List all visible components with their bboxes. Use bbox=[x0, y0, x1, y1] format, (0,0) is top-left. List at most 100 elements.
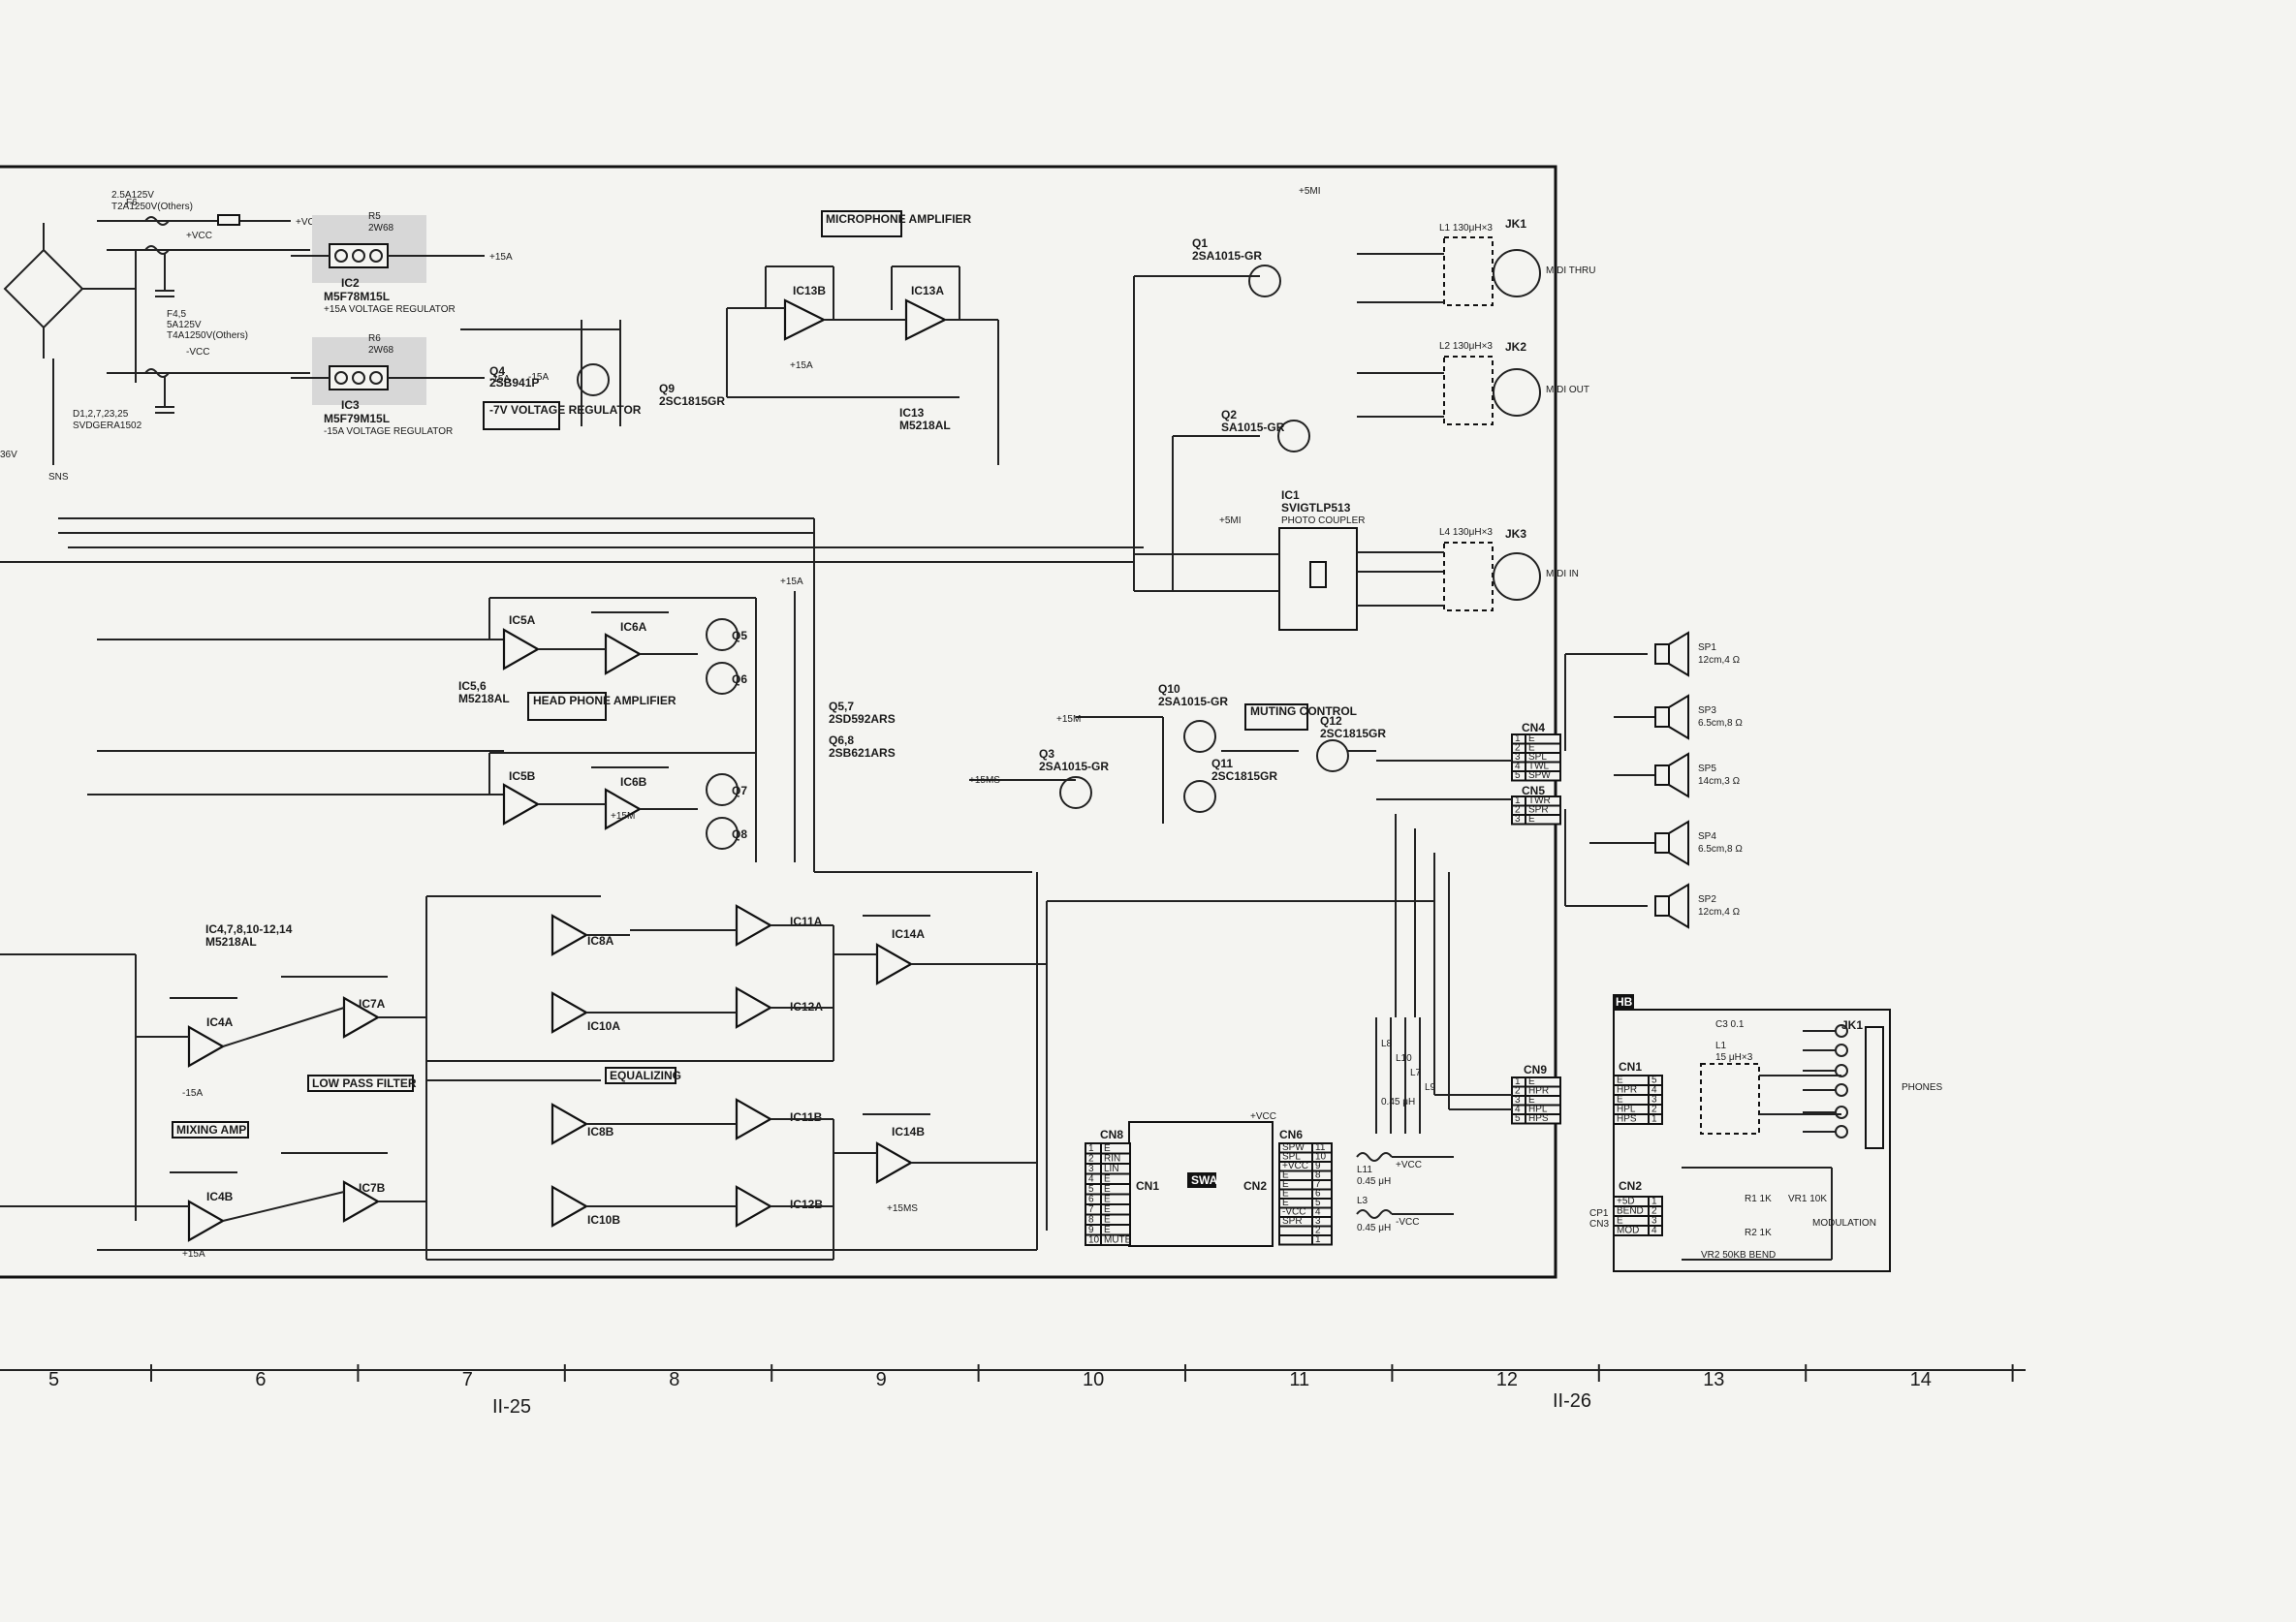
rail-p15ms-2: +15MS bbox=[887, 1203, 918, 1214]
ic1-note: PHOTO COUPLER bbox=[1281, 515, 1366, 526]
minus7v-regulator: -7V VOLTAGE REGULATOR Q4 2SB941P -15A bbox=[460, 320, 642, 430]
opamp-ic8a bbox=[550, 914, 589, 956]
cn8-pin-number: 1 bbox=[1088, 1143, 1094, 1154]
speaker-sp4-spec: 6.5cm,8 Ω bbox=[1698, 844, 1743, 855]
ic2-part: M5F78M15L bbox=[324, 290, 390, 303]
cn5-sig-cell bbox=[1525, 814, 1561, 826]
hb-r2: R2 1K bbox=[1745, 1228, 1772, 1238]
cn5-pin-number: 1 bbox=[1515, 795, 1521, 806]
q12-type: 2SC1815GR bbox=[1320, 727, 1386, 740]
cn8-pin-signal: E bbox=[1104, 1143, 1111, 1154]
headphone-amp-section: IC5A IC6A IC5B IC6B Q5 Q6 Q7 Q8 HEAD PHO… bbox=[0, 517, 1144, 873]
cn6-pin-number: 11 bbox=[1315, 1142, 1326, 1153]
jk3-ref: JK3 bbox=[1505, 527, 1526, 541]
filter-cap-c14 bbox=[155, 254, 174, 297]
cn9-pin-number: 4 bbox=[1515, 1105, 1521, 1115]
q3-type: 2SA1015-GR bbox=[1039, 760, 1109, 773]
hb-cn1-pin-signal: HPR bbox=[1617, 1085, 1637, 1096]
cn6-pin-number: 5 bbox=[1315, 1198, 1321, 1208]
f45-rating: 5A125V bbox=[167, 320, 202, 330]
cn9-pin-signal: HPR bbox=[1528, 1086, 1549, 1097]
rail-mvcc-1: -VCC bbox=[186, 347, 209, 358]
opamp-ic4b-label: IC4B bbox=[206, 1190, 234, 1203]
hb-cn1-pin-signal: HPL bbox=[1617, 1105, 1636, 1115]
ic3-body bbox=[329, 365, 389, 390]
cn5-pin-number: 3 bbox=[1515, 814, 1521, 825]
cn6-sig-cell bbox=[1278, 1225, 1313, 1236]
opamp-ic11b bbox=[735, 1098, 773, 1140]
scale-number: 10 bbox=[1083, 1369, 1104, 1390]
opamp-ic4a bbox=[187, 1025, 226, 1068]
hb-cn1-pin-number: 3 bbox=[1651, 1095, 1657, 1106]
opamp-ic14a bbox=[875, 943, 914, 985]
cn9-pin-number: 2 bbox=[1515, 1086, 1521, 1097]
hb-cn1: CN1 bbox=[1619, 1060, 1642, 1074]
coil-l11-ref: L11 bbox=[1357, 1165, 1372, 1175]
jk1-ref: JK1 bbox=[1505, 217, 1526, 231]
scale-number: 12 bbox=[1496, 1369, 1518, 1390]
mic-amp-section: MICROPHONE AMPLIFIER IC13B IC13A IC13 M5… bbox=[659, 210, 999, 465]
cn6-pin-number: 9 bbox=[1315, 1161, 1321, 1171]
cn9-pin-number: 5 bbox=[1515, 1113, 1521, 1124]
cn5-pin-number: 2 bbox=[1515, 805, 1521, 816]
rail-pvcc-3: +VCC bbox=[1250, 1111, 1276, 1122]
q8-label: Q8 bbox=[732, 827, 747, 841]
q2-ref: Q2 bbox=[1221, 408, 1237, 421]
opamp-ic5a bbox=[502, 628, 541, 671]
coil-l11 bbox=[1356, 1152, 1393, 1162]
hb-cn2-pin-signal: BEND bbox=[1617, 1206, 1644, 1217]
hb-cn2-pin-number: 2 bbox=[1651, 1206, 1657, 1217]
rail-m15a-3: -15A bbox=[182, 1088, 203, 1099]
hb-tag-bg bbox=[1613, 994, 1634, 1009]
eq-title-box bbox=[605, 1067, 676, 1084]
hb-cn2-pin-number: 3 bbox=[1651, 1216, 1657, 1227]
hb-cn3: CN3 bbox=[1589, 1219, 1609, 1230]
opamp-ic8b-label: IC8B bbox=[587, 1125, 614, 1139]
q12-ref: Q12 bbox=[1320, 714, 1342, 728]
f6-rating: 2.5A125V bbox=[111, 190, 154, 201]
speaker-sp5-cone bbox=[1668, 752, 1689, 798]
opamp-ic4a-label: IC4A bbox=[206, 1015, 234, 1029]
opamp-ic11b-label: IC11B bbox=[790, 1110, 823, 1124]
swa-cn2: CN2 bbox=[1243, 1179, 1267, 1193]
hb-mod: MODULATION bbox=[1812, 1218, 1876, 1229]
rail-p15a-3: +15A bbox=[780, 577, 803, 587]
q4-type: 2SB941P bbox=[489, 376, 539, 390]
cn6-pin-signal: E bbox=[1282, 1198, 1289, 1208]
cn8-pin-number: 2 bbox=[1088, 1154, 1094, 1165]
opamp-ic5a-label: IC5A bbox=[509, 613, 536, 627]
cn6-pin-number: 2 bbox=[1315, 1226, 1321, 1236]
swa-cn1: CN1 bbox=[1136, 1179, 1159, 1193]
opamp-ic14a-label: IC14A bbox=[892, 927, 925, 941]
opamp-ic7b bbox=[342, 1180, 381, 1223]
scale-number: 9 bbox=[876, 1369, 887, 1390]
swa-ref: SWA bbox=[1191, 1173, 1218, 1187]
hb-cn1-sig-cell bbox=[1613, 1113, 1650, 1125]
fuse-f6 bbox=[144, 216, 170, 226]
rectifier-bridge bbox=[3, 248, 84, 329]
cn6-sig-cell bbox=[1278, 1234, 1313, 1246]
opamp-ic12a bbox=[735, 986, 773, 1029]
q9-ref: Q9 bbox=[659, 382, 675, 395]
coil-l3 bbox=[1356, 1209, 1393, 1219]
hb-cn2-pin-signal: MOD bbox=[1617, 1226, 1639, 1236]
jk2-coil: L2 130μH×3 bbox=[1439, 341, 1493, 352]
scale-number: 11 bbox=[1289, 1369, 1309, 1390]
hb-jack-pins bbox=[1803, 1024, 1848, 1139]
opamp-ic10b-label: IC10B bbox=[587, 1213, 620, 1227]
hb-phones: PHONES bbox=[1902, 1082, 1943, 1093]
cn4-pin-signal: E bbox=[1528, 743, 1535, 754]
ic1-led bbox=[1309, 561, 1327, 588]
cn6-pin-signal: E bbox=[1282, 1189, 1289, 1200]
muting-section: MUTING CONTROL Q3 2SA1015-GR Q10 2SA1015… bbox=[969, 682, 1386, 824]
swa-label-bg bbox=[1187, 1172, 1216, 1188]
midi-jack-jk3: JK3 MIDI IN L4 130μH×3 bbox=[1357, 527, 1579, 611]
power-supply-section: +VCC5 F6 2.5A125V T2A1250V(Others) F4,5 … bbox=[0, 190, 513, 483]
speaker-sp1-spec: 12cm,4 Ω bbox=[1698, 655, 1741, 666]
speaker-sp5-magnet bbox=[1654, 764, 1670, 786]
muting-title: MUTING CONTROL bbox=[1250, 704, 1357, 718]
fuse-f4 bbox=[144, 245, 170, 255]
